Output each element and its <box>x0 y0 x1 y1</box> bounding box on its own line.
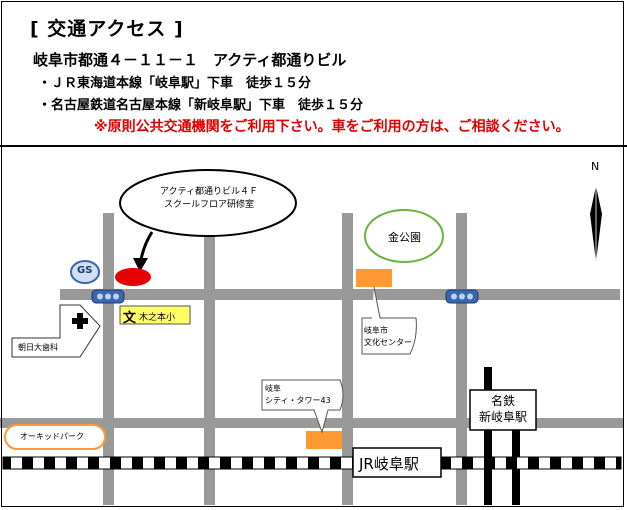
city-tower-label: 岐阜 シティ・タワー43 <box>265 383 331 407</box>
culture-center-line-1: 岐阜市 <box>364 326 388 335</box>
south-road-east <box>520 418 624 428</box>
notice-text: ※原則公共交通機関をご利用下さい。車をご利用の方は、ご相談ください。 <box>94 119 570 135</box>
east-road <box>456 213 467 505</box>
city-tower-line-1: 岐阜 <box>265 384 281 393</box>
callout-text: アクティ都通りビル４Ｆ スクールフロア研修室 <box>144 186 274 212</box>
north-arrow <box>590 186 602 262</box>
city-tower-marker <box>306 431 342 449</box>
route-jr: ・ＪＲ東海道本線「岐阜駅」下車 徒歩１５分 <box>38 76 312 91</box>
south-road <box>0 418 480 428</box>
culture-center-label: 岐阜市 文化センター <box>364 325 412 349</box>
jr-station-box <box>352 447 442 478</box>
destination-marker <box>115 268 151 286</box>
destination-callout <box>119 169 297 272</box>
west-north-south-road <box>103 213 114 505</box>
route-meitetsu: ・名古屋鉄道名古屋本線「新岐阜駅」下車 徒歩１５分 <box>38 98 364 113</box>
school-box <box>119 305 191 325</box>
gas-station-marker <box>70 260 100 284</box>
callout-line-2: スクールフロア研修室 <box>163 200 254 210</box>
culture-center-line-2: 文化センター <box>364 338 412 347</box>
address-text: 岐阜市都通４－１１－１ アクティ都通りビル <box>33 51 347 69</box>
header-panel: [ 交通アクセス ] 岐阜市都通４－１１－１ アクティ都通りビル ・ＪＲ東海道本… <box>0 0 627 146</box>
meitetsu-station-label: 名鉄 新岐阜駅 <box>472 393 534 425</box>
meitetsu-line-1: 名鉄 <box>490 394 515 408</box>
meitetsu-line-2: 新岐阜駅 <box>478 410 527 424</box>
school-mark: 文 <box>123 311 137 326</box>
header-divider <box>0 145 627 147</box>
signal-east <box>445 289 479 304</box>
culture-center-callout <box>361 286 417 355</box>
city-tower-line-2: シティ・タワー43 <box>265 396 331 405</box>
center-west-road <box>204 213 215 505</box>
page-title: [ 交通アクセス ] <box>30 18 184 40</box>
park-marker <box>364 209 444 263</box>
jr-station-label: JR岐阜駅 <box>359 455 419 473</box>
roads <box>0 213 624 505</box>
city-tower-callout <box>261 379 344 434</box>
signal-west <box>91 289 125 304</box>
park-label: 金公園 <box>388 231 421 244</box>
gs-label: GS <box>77 265 93 276</box>
main-east-west-road <box>60 289 620 300</box>
meitetsu-line-west <box>484 367 492 505</box>
callout-line-1: アクティ都通りビル４Ｆ <box>159 187 258 197</box>
orchid-park-marker <box>4 424 106 450</box>
jr-railway <box>2 456 622 470</box>
meitetsu-station-box <box>469 389 537 431</box>
north-label: N <box>591 160 600 173</box>
culture-center-marker <box>356 269 392 287</box>
orchid-park-label: オーキッドパーク <box>20 432 84 441</box>
dentist-marker <box>11 304 101 358</box>
dentist-label: 朝日大歯科 <box>18 343 58 352</box>
school-name: 木之本小 <box>139 313 176 323</box>
center-road <box>342 213 353 505</box>
